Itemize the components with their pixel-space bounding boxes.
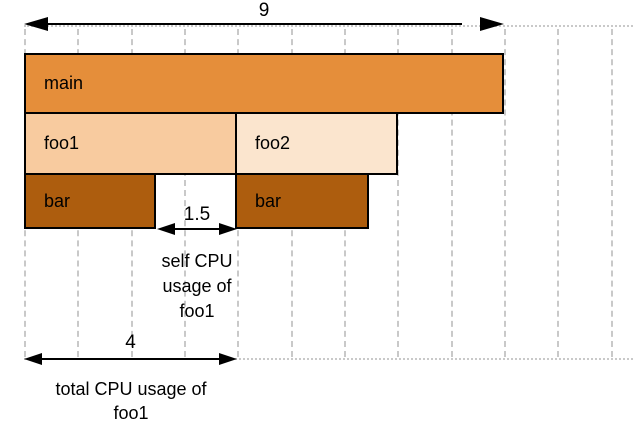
unit-gridline	[397, 29, 399, 357]
frame-foo2-label: foo2	[255, 133, 291, 153]
frame-bar-under-foo1: bar	[24, 173, 156, 229]
total-foo1-caption: total CPU usage of foo1	[31, 377, 231, 425]
frame-foo2: foo2	[235, 112, 398, 175]
self-foo1-value: 1.5	[183, 204, 211, 225]
unit-gridline	[451, 29, 453, 357]
self-foo1-arrow	[170, 228, 220, 230]
total-width-arrow	[42, 23, 462, 25]
self-foo1-caption: self CPU usage of foo1	[137, 249, 257, 324]
frame-foo1: foo1	[24, 112, 237, 175]
top-dotted-guideline	[24, 25, 633, 27]
frame-bar-right-label: bar	[255, 190, 282, 211]
unit-gridline	[611, 29, 613, 357]
arrowhead-left-icon	[157, 223, 175, 235]
caption-line: foo1	[113, 403, 149, 423]
caption-line: total CPU usage of	[55, 379, 207, 399]
unit-gridline	[504, 29, 506, 357]
total-foo1-arrow	[40, 358, 220, 360]
caption-line: usage of	[162, 276, 232, 296]
arrowhead-right-icon	[219, 353, 237, 365]
frame-bar-under-foo2: bar	[235, 173, 369, 229]
frame-bar-left-label: bar	[44, 190, 71, 211]
arrowhead-right-icon	[480, 17, 504, 31]
caption-line: self CPU	[161, 251, 233, 271]
total-width-value: 9	[258, 0, 270, 21]
total-foo1-value: 4	[125, 332, 136, 353]
arrowhead-right-icon	[219, 223, 237, 235]
frame-main-label: main	[44, 73, 84, 93]
arrowhead-left-icon	[24, 353, 42, 365]
frame-foo1-label: foo1	[44, 133, 80, 153]
unit-gridline	[184, 29, 186, 357]
frame-main: main	[24, 53, 504, 114]
caption-line: foo1	[179, 301, 215, 321]
unit-gridline	[557, 29, 559, 357]
arrowhead-left-icon	[24, 17, 48, 31]
bottom-dotted-guideline	[24, 358, 633, 360]
